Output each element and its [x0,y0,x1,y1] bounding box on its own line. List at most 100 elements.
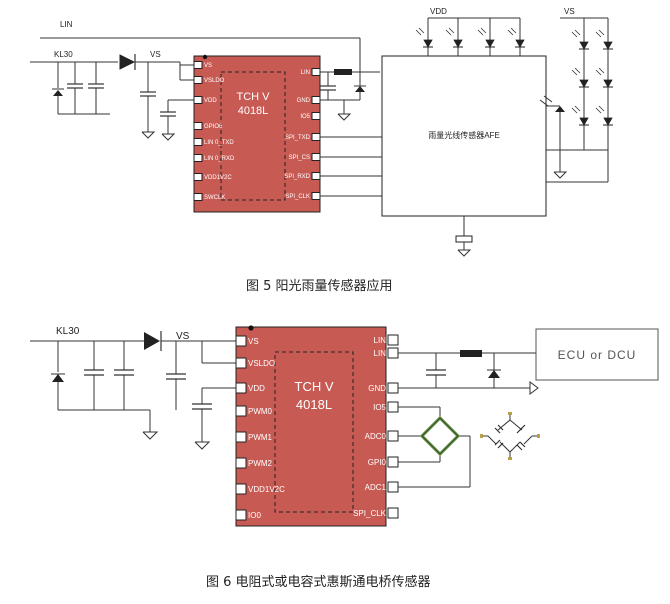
pin-label: ADC0 [365,432,387,441]
light-arrows [571,67,581,76]
tvs-diode-input [51,341,65,410]
pin-pad [235,405,247,417]
light-arrows [445,27,455,36]
pin-label: VS [248,337,259,346]
net-label-vs: VS [150,50,161,59]
pin-label: GPIO6 [204,124,223,130]
net-label-vs-right: VS [564,7,575,16]
pin-pad [387,430,399,442]
pin-pad [387,481,399,493]
pin-pad [311,172,321,180]
chip-pin: ADC0 [365,430,399,442]
pin-pad [193,138,203,146]
chip-pin: VS [193,61,212,69]
photodiode [553,106,568,179]
pin-label: PWM1 [248,433,273,442]
chip-pin: IO5 [373,401,399,413]
led [477,27,495,48]
pin-label: VDD1V2C [248,485,285,494]
ecu-label: ECU or DCU [558,348,637,362]
chip-pin: PWM0 [235,405,273,417]
chip-pin: VDD [235,382,265,394]
chip-name-line2: 4018L [238,105,269,117]
chip-tchv4018l-fig2: TCH V 4018L [235,325,387,527]
pin-pad [387,382,399,394]
chip-pin: SPI_CLK [285,192,321,200]
light-arrows [595,29,605,38]
figure-caption-1: 图 5 阳光雨量传感器应用 [246,279,393,294]
led [595,29,613,50]
pin-pad [311,133,321,141]
led [595,105,613,126]
ecu-block: ECU or DCU [535,328,659,381]
ground-symbol [194,441,211,450]
chip-name-line1: TCH V [295,379,334,394]
vdd-capacitor [160,100,176,134]
chip-pin: VSLDO [235,357,275,369]
ground-symbol [142,431,159,440]
chip-pin: GPIO6 [193,122,223,130]
pin-pad [235,509,247,521]
chip-pin: SPI_CS [289,153,321,161]
input-diode [144,331,162,351]
pin-pad [193,193,203,201]
light-arrows [595,67,605,76]
pin-pad [235,457,247,469]
chip-pin: GND [368,382,399,394]
chip-pin: VDD [193,96,217,104]
gnd-arrow [529,381,539,395]
pin-pad [311,96,321,104]
figure-2-wheatstone-bridge: KL30 VS [30,325,659,527]
capacitive-bridge [480,412,540,460]
light-arrows [571,29,581,38]
ground-symbol [141,131,156,139]
input-diode [119,54,136,70]
chip-pin: GPI0 [368,456,399,468]
chip-pin: SPI_CLK [353,507,399,519]
pin-pad [235,483,247,495]
pin-pad [235,335,247,347]
led [595,67,613,88]
pin-label: IO5 [300,114,310,120]
pin-pad [235,382,247,394]
pin-pad [193,96,203,104]
chip-pin: LIN 0_TXD [193,138,234,146]
chip-pin: PWM1 [235,431,273,443]
led-row-vdd [415,18,525,56]
pin-pad [193,76,203,84]
chip-pin: LIN [374,347,399,359]
lin-filter-capacitor [320,72,336,100]
pin-pad [387,507,399,519]
pin-pad [387,401,399,413]
figure-caption-2: 图 6 电阻式或电容式惠斯通电桥传感器 [206,575,431,590]
chip-pin: ADC1 [365,481,399,493]
input-capacitor-1 [84,341,104,410]
pin-pad [311,112,321,120]
net-label-kl30: KL30 [54,50,73,59]
chip-pin: LIN [374,334,399,346]
resistive-bridge [419,415,461,457]
lin-ferrite-bead [334,69,352,75]
chip-pin: VS [235,335,259,347]
led [507,27,525,48]
pin-pad [193,173,203,181]
chip-pin: IO5 [300,112,321,120]
pin-label: SPI_TXD [285,135,311,141]
pin-label: PWM2 [248,459,273,468]
pin-label: SPI_CLK [353,509,387,518]
ground-symbol [161,133,176,141]
pin-label: IO5 [373,403,386,412]
pin-label: SPI_CS [289,155,310,161]
pin-label: VS [204,63,212,69]
pin-label: LIN [374,336,387,345]
light-arrows [415,27,425,36]
tvs-diode-input [52,62,64,114]
afe-block: 雨量光线传感器AFE [381,55,547,257]
light-arrows [507,27,517,36]
light-arrows [595,105,605,114]
